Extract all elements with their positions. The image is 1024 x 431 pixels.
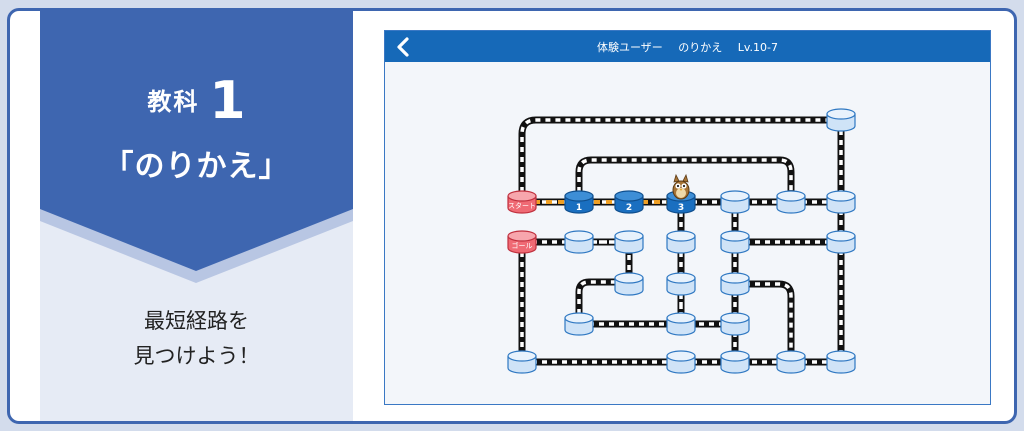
stop-number: 1 (576, 203, 582, 213)
station-stop[interactable] (720, 272, 750, 296)
station-stop[interactable] (826, 190, 856, 214)
lesson-panel: 教科 1 「のりかえ」 最短経路を 見つけよう！ (40, 11, 353, 421)
station-stop[interactable] (720, 230, 750, 254)
station-stop[interactable] (507, 350, 537, 374)
stop-number: 2 (626, 203, 632, 213)
title-game: のりかえ (678, 41, 723, 54)
station-stop[interactable] (564, 230, 594, 254)
app-title: 体験ユーザー のりかえ Lv.10-7 (385, 39, 990, 55)
station-stop[interactable] (666, 312, 696, 336)
lesson-card: 教科 1 「のりかえ」 最短経路を 見つけよう！ 体験ユーザー のりかえ Lv.1… (7, 8, 1017, 424)
lesson-description: 最短経路を 見つけよう！ (40, 304, 353, 374)
station-stop[interactable] (776, 190, 806, 214)
app-header: 体験ユーザー のりかえ Lv.10-7 (385, 31, 990, 62)
banner-shape (40, 11, 353, 283)
station-stop[interactable] (826, 350, 856, 374)
app-screenshot: 体験ユーザー のりかえ Lv.10-7 (384, 30, 991, 405)
station-stop[interactable] (720, 190, 750, 214)
stop-number: 3 (678, 203, 684, 213)
subject-label: 教科 (147, 88, 200, 116)
topic-title: 「のりかえ」 (103, 149, 290, 184)
route-map: 1 2 3 スタート ゴール (507, 108, 856, 374)
start-station[interactable]: スタート (507, 190, 537, 214)
station-stop[interactable] (720, 312, 750, 336)
visited-stop-2[interactable]: 2 (614, 190, 644, 214)
visited-stop-1[interactable]: 1 (564, 190, 594, 214)
chevron-left-icon[interactable] (391, 34, 417, 60)
goal-label: ゴール (512, 241, 533, 250)
station-stop[interactable] (564, 312, 594, 336)
station-stop[interactable] (666, 230, 696, 254)
visited-stop-3[interactable]: 3 (666, 190, 696, 214)
title-user: 体験ユーザー (596, 41, 663, 54)
subject-heading: 教科 1 (40, 71, 353, 131)
start-label: スタート (508, 201, 536, 210)
station-stop[interactable] (720, 350, 750, 374)
subject-number: 1 (209, 71, 246, 131)
title-level: Lv.10-7 (737, 41, 779, 54)
station-stop[interactable] (614, 230, 644, 254)
station-stop[interactable] (826, 230, 856, 254)
owl-character-icon (672, 173, 690, 200)
goal-station[interactable]: ゴール (507, 230, 537, 254)
station-stop[interactable] (776, 350, 806, 374)
station-stop[interactable] (666, 272, 696, 296)
station-stop[interactable] (666, 350, 696, 374)
description-line-1: 最短経路を (144, 309, 249, 333)
station-stop[interactable] (614, 272, 644, 296)
station-stop[interactable] (826, 108, 856, 132)
description-line-2: 見つけよう！ (133, 344, 260, 368)
